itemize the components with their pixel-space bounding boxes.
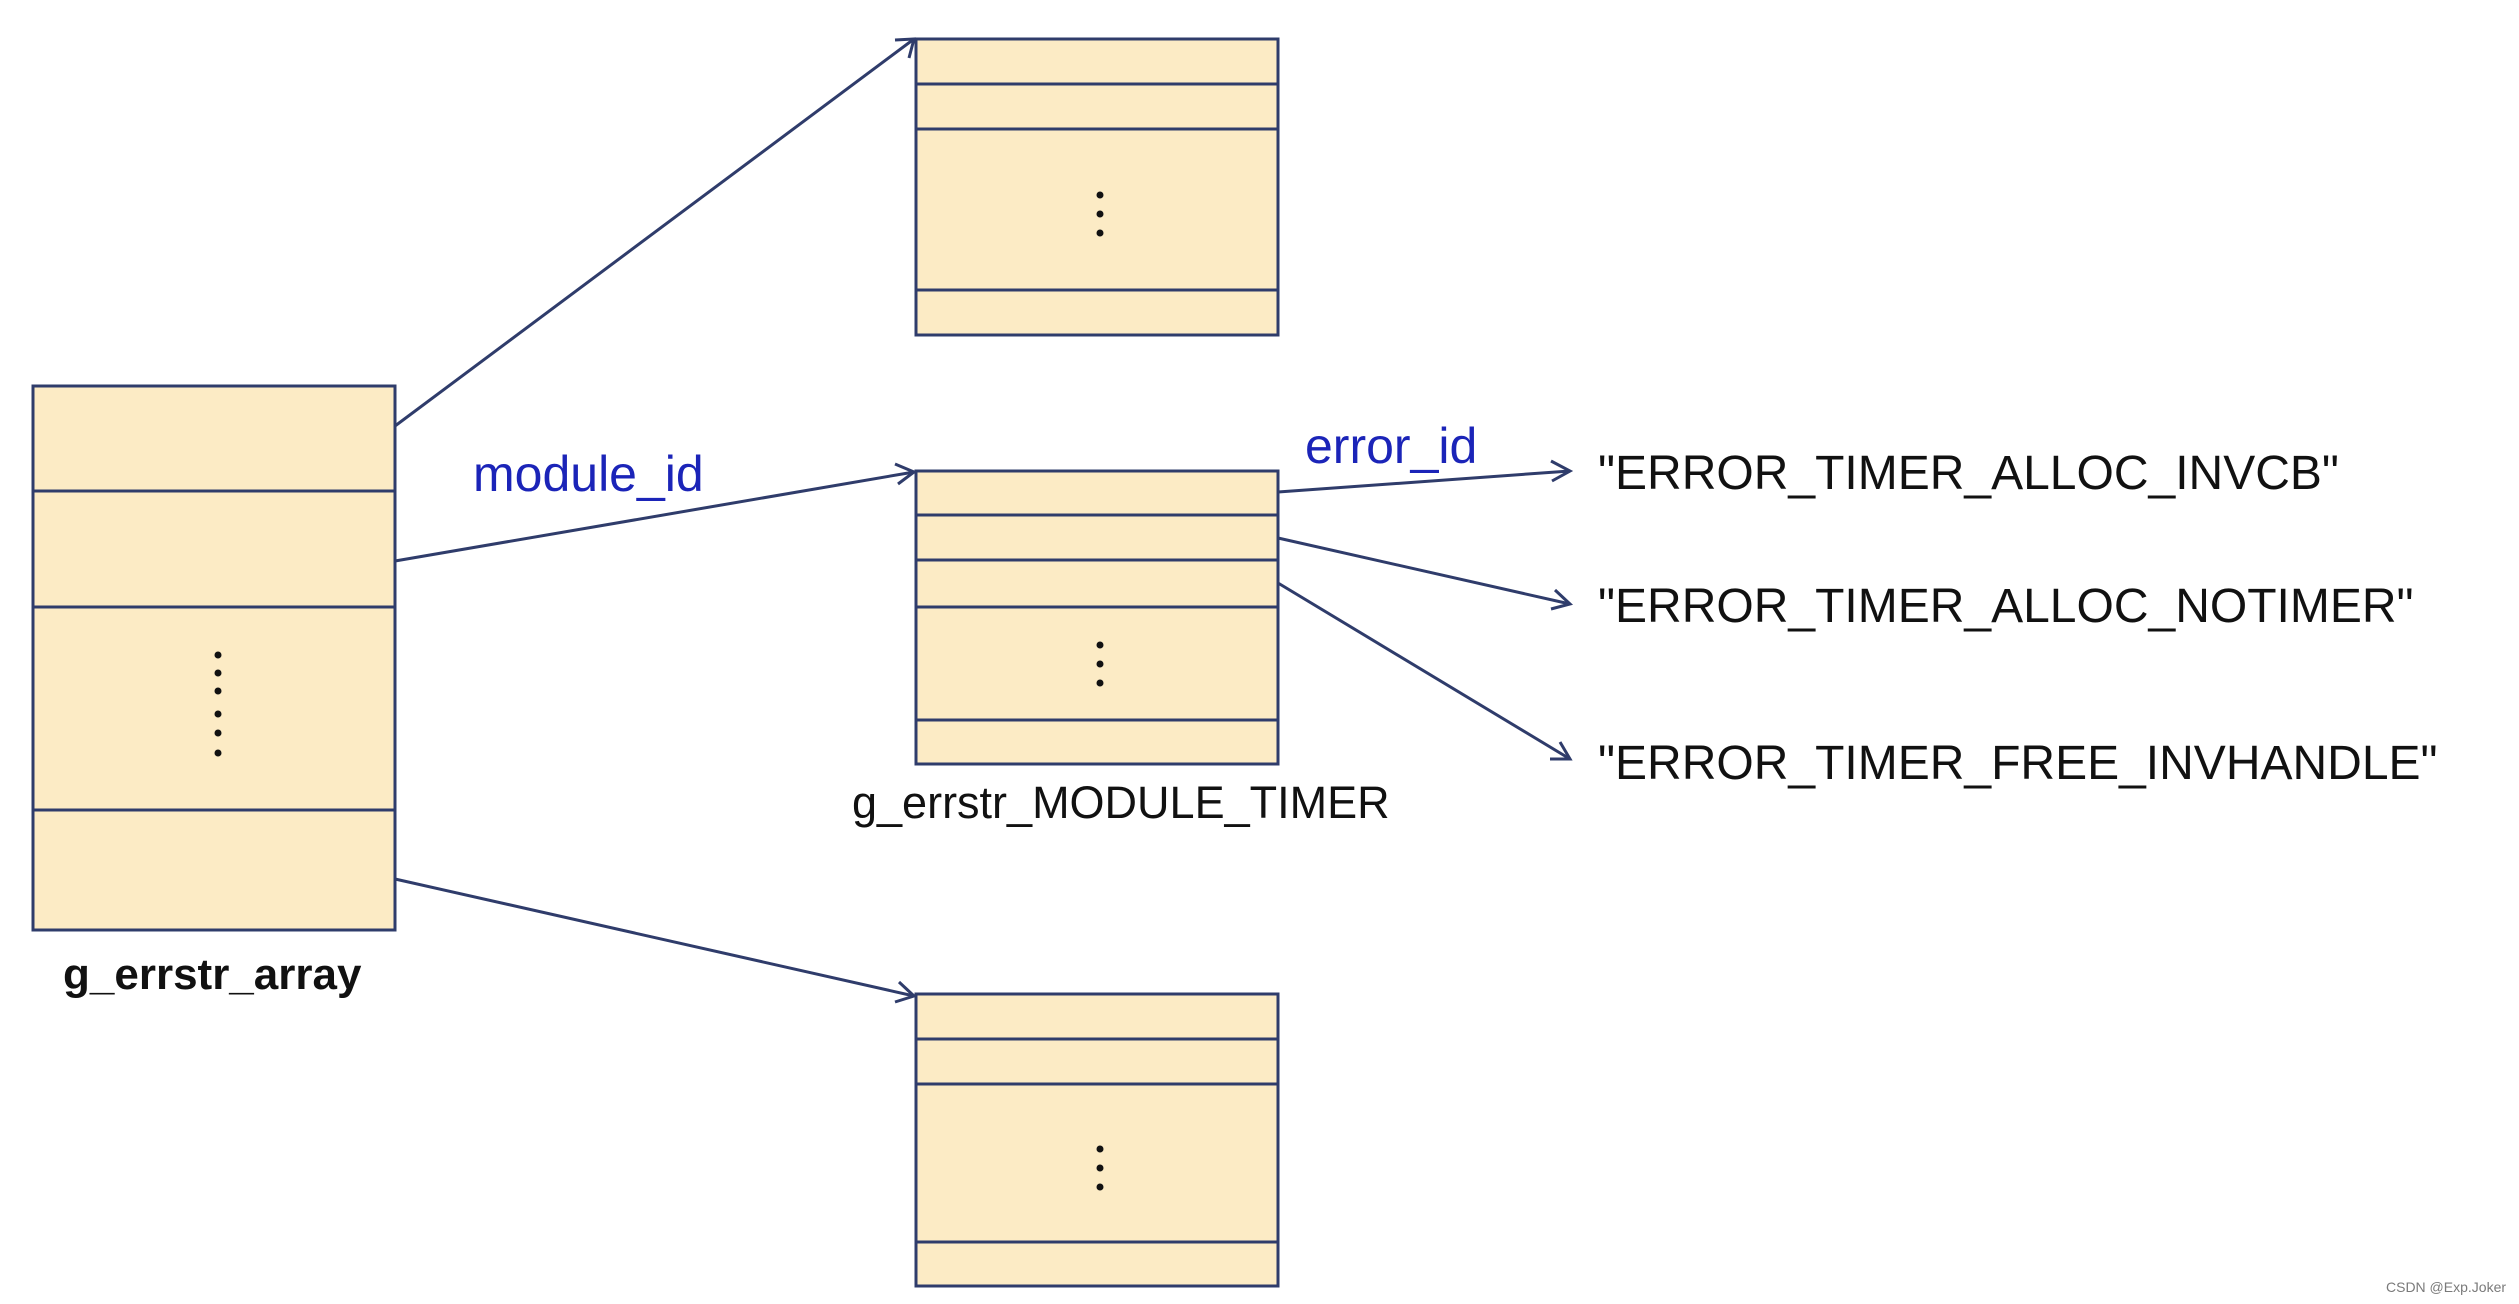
error-string: "ERROR_TIMER_ALLOC_INVCB" [1598,447,2339,500]
arrow-timer-to-string-2 [1277,536,1574,611]
bottom-table-box [914,992,1280,1288]
array-label: g_errstr_array [63,950,362,999]
errstr-array-table [31,384,397,932]
watermark: CSDN @Exp.Joker [2386,1279,2506,1295]
timer-ellipsis [1096,641,1104,687]
module-table-top [914,37,1280,337]
arrow-timer-to-string-3 [1277,581,1573,761]
bottom-ellipsis [1096,1145,1104,1191]
error-string: "ERROR_TIMER_ALLOC_NOTIMER" [1598,580,2414,633]
module-timer-table [914,469,1280,766]
arrow-array-to-bottom [394,877,917,1004]
top-ellipsis [1096,191,1104,237]
error-id-label: error_id [1305,418,1477,474]
module-id-label: module_id [473,446,704,502]
error-string: "ERROR_TIMER_FREE_INVHANDLE" [1598,737,2438,790]
module-table-bottom [914,992,1280,1288]
top-table-box [914,37,1280,337]
module-timer-label: g_errstr_MODULE_TIMER [852,777,1390,828]
arrow-array-to-timer [394,462,917,563]
arrow-timer-to-string-1 [1277,459,1574,494]
array-ellipsis [214,651,222,757]
array-table-box [31,384,397,932]
arrow-array-to-top [394,37,916,428]
timer-table-box [914,469,1280,766]
